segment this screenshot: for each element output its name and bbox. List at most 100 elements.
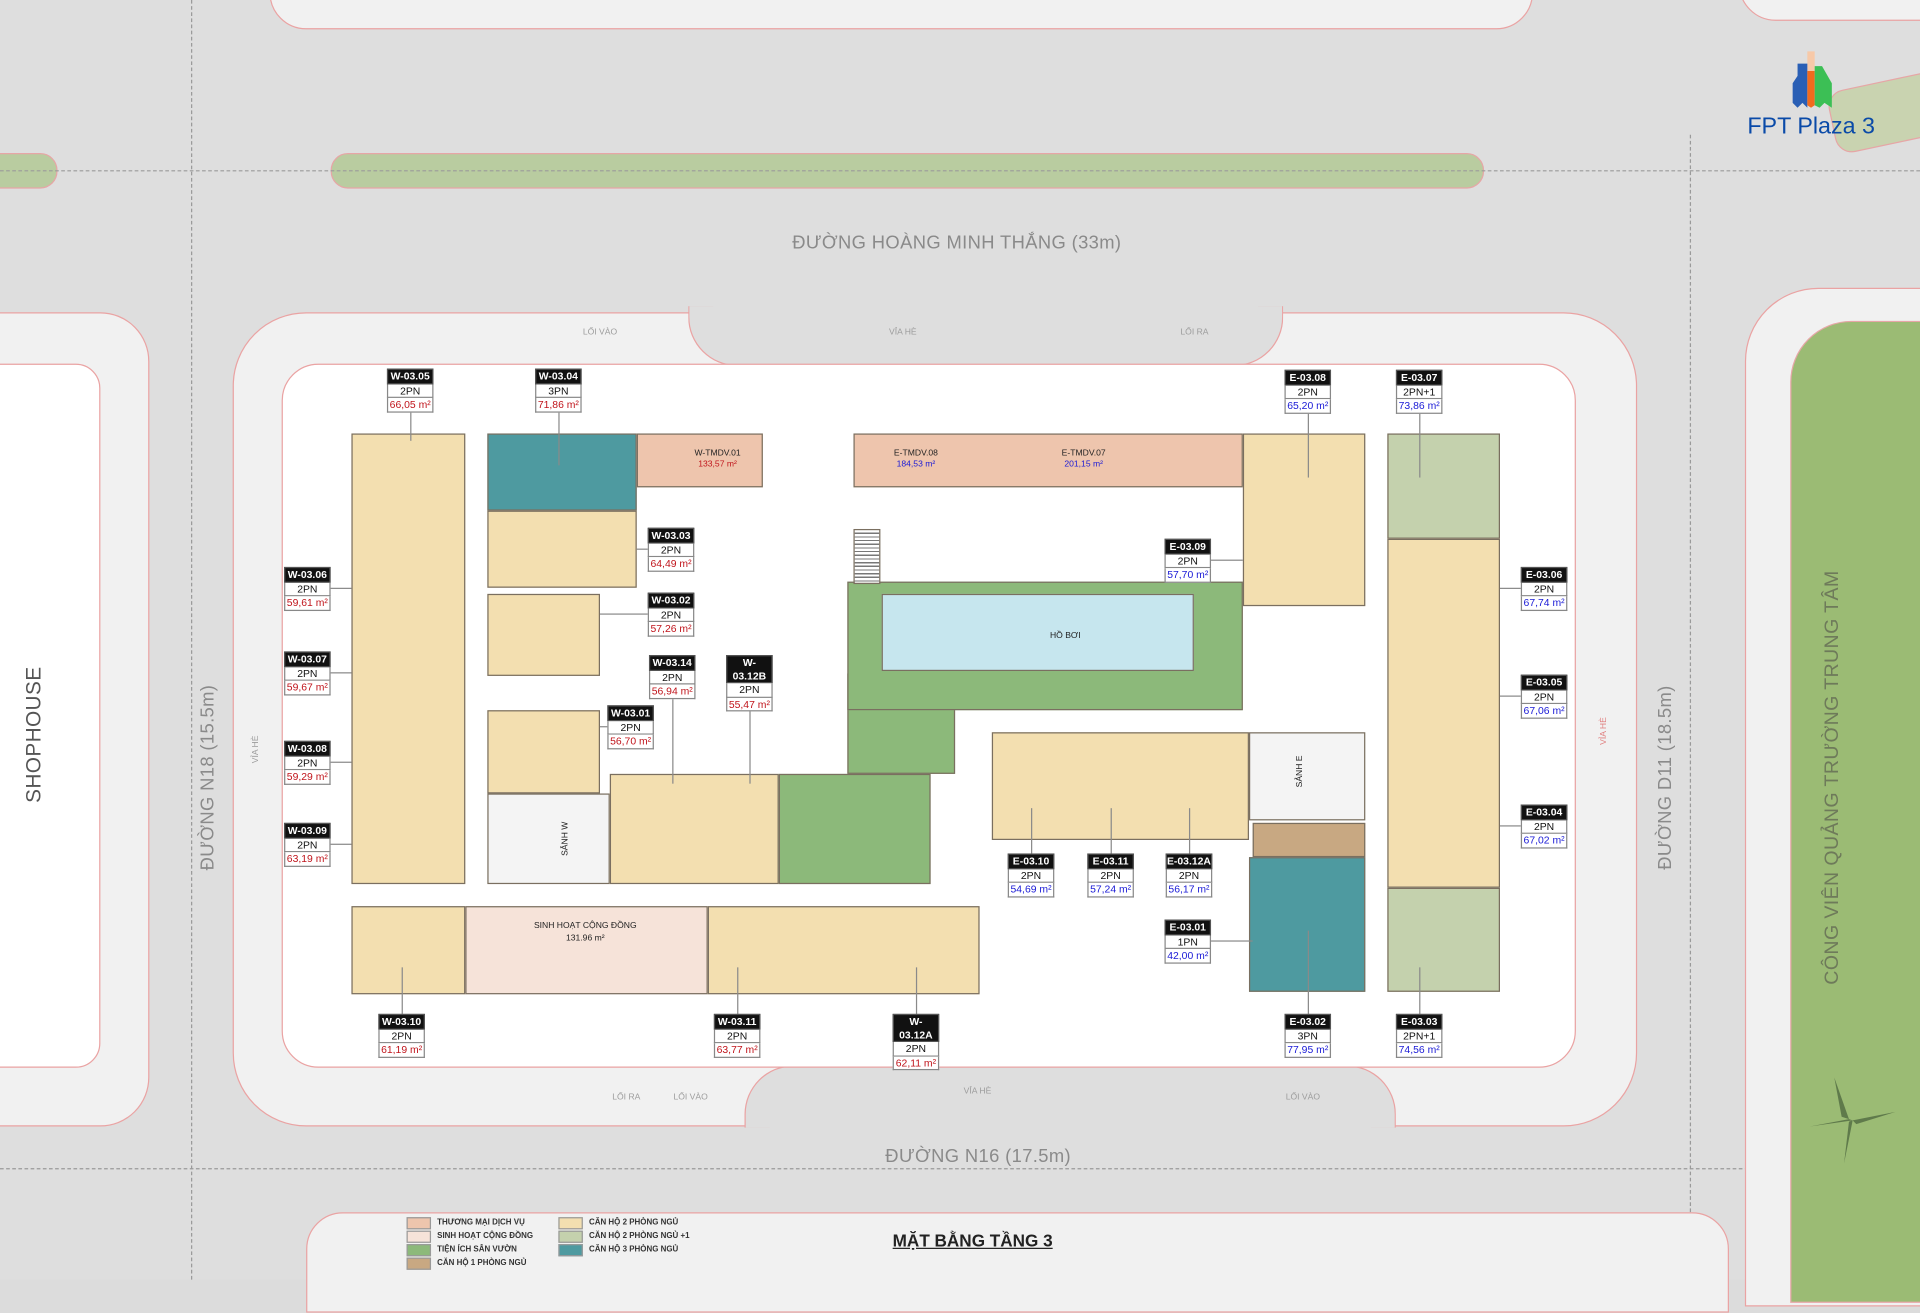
legend-label: CĂN HỘ 2 PHÒNG NGỦ +1	[588, 1231, 690, 1241]
unit-block-w-column[interactable]	[351, 433, 466, 885]
community-room[interactable]	[465, 906, 708, 995]
unit-area: 65,20 m²	[1284, 399, 1332, 414]
unit-code: W-03.01	[607, 705, 654, 721]
lane-divider	[191, 0, 193, 1280]
unit-e-03-03[interactable]	[1387, 887, 1501, 992]
legend-item: CĂN HỘ 1 PHÒNG NGỦ	[406, 1256, 534, 1270]
garden	[778, 773, 931, 885]
unit-code: W-03.07	[284, 651, 331, 667]
unit-type: 2PN+1	[1395, 1029, 1443, 1044]
exit-label: LỐI RA	[612, 1093, 641, 1103]
unit-e-03-07[interactable]	[1387, 433, 1501, 539]
shop-w-tmdv-01[interactable]	[636, 433, 763, 488]
legend-item: SINH HOẠT CỘNG ĐỒNG	[406, 1229, 534, 1243]
unit-area: 59,67 m²	[284, 680, 331, 695]
legend-swatch	[558, 1230, 583, 1243]
legend-item: THƯƠNG MẠI DỊCH VỤ	[406, 1216, 534, 1229]
legend-item: CĂN HỘ 2 PHÒNG NGỦ	[558, 1216, 689, 1229]
lobby-e	[1248, 732, 1366, 821]
unit-code: E-03.10	[1007, 853, 1055, 869]
unit-type: 2PN	[726, 683, 773, 698]
unit-code: W-03.06	[284, 566, 331, 583]
leader-line	[600, 613, 672, 615]
unit-type: 2PN	[648, 670, 696, 685]
community-area: 131.96 m²	[566, 934, 605, 943]
legend-label: SINH HOẠT CỘNG ĐỒNG	[437, 1231, 534, 1241]
sidewalk-label: VỈA HÈ	[963, 1087, 992, 1096]
unit-w-03-01[interactable]	[487, 710, 601, 794]
unit-code: W-03.09	[284, 822, 331, 839]
leader-line	[1307, 930, 1309, 1014]
community-label: SINH HOẠT CỘNG ĐỒNG	[533, 922, 637, 931]
unit-w-03-10[interactable]	[351, 906, 466, 995]
unit-area: 59,29 m²	[284, 770, 331, 785]
unit-e-03-01[interactable]	[1252, 822, 1366, 858]
unit-w-03-02[interactable]	[487, 593, 601, 676]
leader-line	[1419, 411, 1421, 478]
unit-block-w-bottom[interactable]	[707, 906, 980, 995]
unit-type: 2PN	[647, 543, 695, 558]
unit-block-e-column[interactable]	[1387, 538, 1501, 888]
unit-code: E-03.01	[1164, 919, 1212, 935]
unit-code: W-03.14	[648, 655, 696, 671]
unit-area: 62,11 m²	[892, 1056, 940, 1071]
unit-code: E-03.08	[1284, 369, 1332, 386]
shop-area: 201,15 m²	[1064, 460, 1103, 469]
unit-type: 2PN	[892, 1042, 940, 1057]
unit-e-03-02[interactable]	[1248, 857, 1366, 992]
unit-w-03-04[interactable]	[487, 433, 637, 511]
legend-swatch	[558, 1243, 583, 1256]
unit-area: 57,70 m²	[1164, 568, 1212, 583]
leader-line	[1307, 411, 1309, 478]
road-label-top: ĐƯỜNG HOÀNG MINH THẮNG (33m)	[792, 232, 1122, 254]
unit-code: E-03.11	[1087, 853, 1134, 869]
unit-code: E-03.06	[1520, 566, 1568, 583]
unit-w-03-03[interactable]	[487, 510, 637, 588]
unit-code: W-03.10	[378, 1013, 425, 1030]
unit-area: 63,77 m²	[713, 1043, 761, 1058]
unit-area: 77,95 m²	[1284, 1043, 1332, 1058]
lobby-w-label: SẢNH W	[561, 821, 571, 856]
legend-label: CĂN HỘ 1 PHÒNG NGỦ	[437, 1258, 527, 1268]
shop-code: E-TMDV.08	[893, 449, 938, 458]
unit-code: W-03.02	[647, 592, 695, 608]
unit-area: 71,86 m²	[535, 397, 582, 413]
unit-type: 2PN	[1284, 385, 1332, 400]
unit-type: 2PN	[284, 666, 331, 681]
unit-code: W-03.08	[284, 740, 331, 757]
shop-e-tmdv[interactable]	[853, 433, 1243, 488]
unit-block-w-inner[interactable]	[609, 773, 779, 885]
legend-swatch	[558, 1216, 583, 1229]
unit-block-e-middle[interactable]	[991, 732, 1249, 841]
unit-block-e-top[interactable]	[1242, 433, 1366, 607]
